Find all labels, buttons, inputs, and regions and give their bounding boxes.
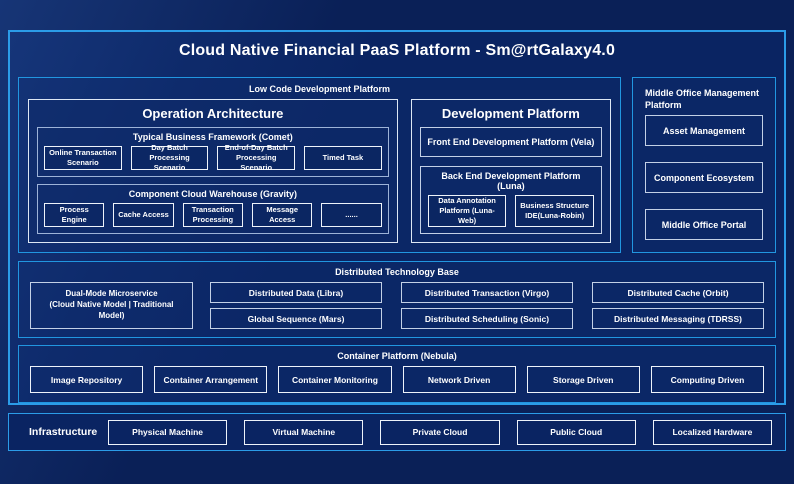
box-cache-access: Cache Access	[113, 203, 174, 227]
box-front-end-development-platform-vela: Front End Development Platform (Vela)	[419, 127, 602, 157]
dual-mode-line2: (Cloud Native Model | Traditional Model)	[49, 300, 174, 320]
low-code-platform-label: Low Code Development Platform	[248, 84, 391, 94]
box-ellipsis-more: ......	[321, 203, 382, 227]
box-physical-machine: Physical Machine	[108, 419, 228, 445]
distributed-technology-base-title: Distributed Technology Base	[335, 267, 459, 277]
box-global-sequence-mars: Global Sequence (Mars)	[210, 308, 382, 329]
box-middle-office-portal: Middle Office Portal	[645, 209, 763, 240]
box-localized-hardware: Localized Hardware	[652, 419, 773, 445]
box-private-cloud: Private Cloud	[380, 419, 500, 445]
box-image-repository: Image Repository	[30, 366, 144, 393]
middle-office-management-platform-panel: Middle Office Management Platform Asset …	[632, 77, 776, 253]
back-end-development-platform-title: Back End Development Platform (Luna)	[441, 171, 581, 191]
distributed-grid: Distributed Data (Libra) Distributed Tra…	[210, 282, 764, 329]
box-message-access: Message Access	[252, 203, 313, 227]
box-transaction-processing: Transaction Processing	[182, 203, 244, 227]
typical-business-framework-items: Online Transaction Scenario Day Batch Pr…	[44, 143, 382, 172]
box-timed-task: Timed Task	[304, 146, 382, 170]
low-code-columns: Operation Architecture Typical Business …	[28, 99, 611, 243]
infrastructure-label: Infrastructure	[29, 426, 98, 438]
dual-mode-line1: Dual-Mode Microservice	[65, 289, 158, 299]
box-container-monitoring: Container Monitoring	[278, 366, 392, 393]
box-distributed-data-libra: Distributed Data (Libra)	[210, 282, 382, 303]
box-storage-driven: Storage Driven	[526, 366, 640, 393]
typical-business-framework-box: Typical Business Framework (Comet) Onlin…	[37, 127, 389, 177]
box-process-engine: Process Engine	[44, 203, 105, 227]
box-network-driven: Network Driven	[402, 366, 516, 393]
box-distributed-transaction-virgo: Distributed Transaction (Virgo)	[401, 282, 573, 303]
operation-architecture-panel: Operation Architecture Typical Business …	[28, 99, 398, 243]
development-platform-panel: Development Platform Front End Developme…	[410, 99, 611, 243]
infrastructure-panel: Infrastructure Physical Machine Virtual …	[8, 413, 786, 451]
box-computing-driven: Computing Driven	[650, 366, 765, 393]
component-cloud-warehouse-title: Component Cloud Warehouse (Gravity)	[128, 189, 297, 199]
typical-business-framework-title: Typical Business Framework (Comet)	[132, 132, 293, 142]
operation-architecture-title: Operation Architecture	[142, 106, 284, 121]
distributed-technology-base-panel: Distributed Technology Base Dual-Mode Mi…	[18, 261, 776, 338]
box-business-structure-ide-luna-robin: Business Structure IDE(Luna-Robin)	[515, 195, 594, 227]
back-end-development-platform-box: Back End Development Platform (Luna) Dat…	[419, 166, 602, 234]
box-asset-management: Asset Management	[645, 115, 763, 147]
box-end-of-day-batch-processing-scenario: End-of-Day Batch Processing Scenario	[217, 143, 296, 172]
box-online-transaction-scenario: Online Transaction Scenario	[44, 146, 122, 170]
box-component-ecosystem: Component Ecosystem	[645, 162, 763, 194]
middle-office-title: Middle Office Management Platform	[645, 88, 760, 111]
box-dual-mode-microservice: Dual-Mode Microservice (Cloud Native Mod…	[30, 282, 193, 329]
distributed-content-row: Dual-Mode Microservice (Cloud Native Mod…	[30, 282, 764, 329]
container-platform-title: Container Platform (Nebula)	[337, 351, 457, 361]
back-end-items: Data Annotation Platform (Luna-Web) Busi…	[427, 195, 594, 227]
box-distributed-cache-orbit: Distributed Cache (Orbit)	[592, 282, 764, 303]
component-cloud-warehouse-box: Component Cloud Warehouse (Gravity) Proc…	[37, 184, 389, 234]
box-public-cloud: Public Cloud	[516, 419, 636, 445]
box-container-arrangement: Container Arrangement	[154, 366, 268, 393]
container-platform-nebula-panel: Container Platform (Nebula) Image Reposi…	[18, 345, 776, 403]
box-distributed-messaging-tdrss: Distributed Messaging (TDRSS)	[592, 308, 764, 329]
page-title: Cloud Native Financial PaaS Platform - S…	[178, 42, 616, 59]
development-platform-title: Development Platform	[441, 106, 580, 121]
box-virtual-machine: Virtual Machine	[244, 419, 364, 445]
low-code-development-platform-panel: Low Code Development Platform Operation …	[18, 77, 621, 253]
platform-outer-frame: Cloud Native Financial PaaS Platform - S…	[8, 30, 786, 405]
component-cloud-warehouse-items: Process Engine Cache Access Transaction …	[44, 203, 382, 227]
box-distributed-scheduling-sonic: Distributed Scheduling (Sonic)	[401, 308, 573, 329]
box-day-batch-processing-scenario: Day Batch Processing Scenario	[130, 143, 209, 172]
box-data-annotation-platform-luna-web: Data Annotation Platform (Luna-Web)	[427, 195, 507, 227]
container-platform-items: Image Repository Container Arrangement C…	[30, 366, 765, 393]
middle-office-items: Asset Management Component Ecosystem Mid…	[645, 115, 763, 240]
upper-section-row: Low Code Development Platform Operation …	[18, 77, 776, 253]
